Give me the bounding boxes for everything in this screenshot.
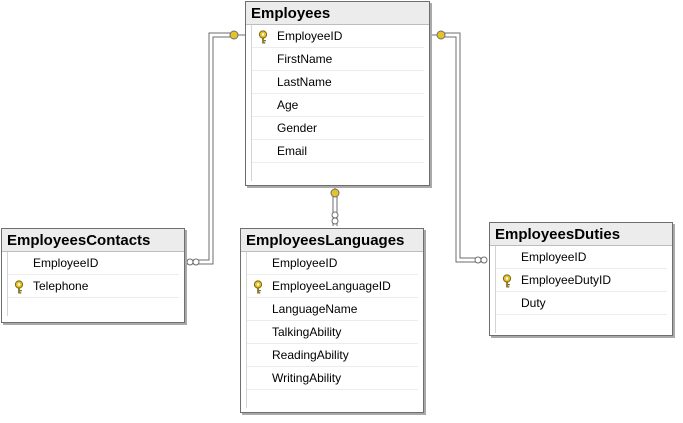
- table-employees-duties[interactable]: EmployeesDuties EmployeeID EmployeeDutyI…: [489, 222, 673, 336]
- table-employees-languages[interactable]: EmployeesLanguages EmployeeID EmployeeLa…: [240, 228, 424, 413]
- column-name: FirstName: [277, 52, 333, 66]
- column-row[interactable]: EmployeeID: [8, 252, 179, 275]
- relationship-employees-contacts[interactable]: [187, 32, 234, 265]
- column-row[interactable]: EmployeeDutyID: [496, 269, 667, 292]
- key-icon: [257, 29, 269, 44]
- column-row[interactable]: Email: [252, 140, 424, 163]
- infinity-endpoint-icon: [186, 258, 200, 266]
- key-endpoint-icon: [430, 30, 446, 40]
- column-row[interactable]: Telephone: [8, 275, 179, 298]
- key-endpoint-icon: [229, 30, 246, 40]
- column-name: LanguageName: [272, 302, 358, 316]
- column-list: EmployeeID FirstName LastName Age Gender…: [251, 25, 424, 181]
- column-row[interactable]: FirstName: [252, 48, 424, 71]
- column-name: ReadingAbility: [272, 348, 349, 362]
- table-title[interactable]: EmployeesContacts: [2, 229, 184, 252]
- column-name: EmployeeID: [521, 250, 587, 264]
- row-spacer: [496, 315, 667, 333]
- column-name: EmployeeID: [277, 29, 343, 43]
- row-spacer: [252, 163, 424, 181]
- table-employees[interactable]: Employees EmployeeID FirstName LastName …: [245, 1, 430, 186]
- relationship-employees-duties[interactable]: [442, 32, 486, 263]
- column-name: Duty: [521, 296, 546, 310]
- column-name: Telephone: [33, 279, 89, 293]
- table-employees-contacts[interactable]: EmployeesContacts EmployeeID Telephone: [1, 228, 185, 323]
- column-row[interactable]: WritingAbility: [247, 367, 418, 390]
- column-row[interactable]: EmployeeLanguageID: [247, 275, 418, 298]
- column-row[interactable]: EmployeeID: [252, 25, 424, 48]
- column-name: WritingAbility: [272, 371, 342, 385]
- key-icon: [501, 273, 513, 288]
- column-name: EmployeeDutyID: [521, 273, 612, 287]
- infinity-endpoint-icon: [474, 256, 488, 264]
- key-icon: [13, 279, 25, 294]
- column-name: Gender: [277, 121, 318, 135]
- column-row[interactable]: TalkingAbility: [247, 321, 418, 344]
- column-name: EmployeeID: [33, 256, 99, 270]
- column-row[interactable]: Age: [252, 94, 424, 117]
- column-row[interactable]: Gender: [252, 117, 424, 140]
- column-name: EmployeeID: [272, 256, 338, 270]
- key-icon: [252, 279, 264, 294]
- column-list: EmployeeID EmployeeDutyID Duty: [495, 246, 667, 333]
- column-row[interactable]: Duty: [496, 292, 667, 315]
- column-row[interactable]: EmployeeID: [247, 252, 418, 275]
- column-row[interactable]: EmployeeID: [496, 246, 667, 269]
- key-endpoint-icon: [330, 187, 340, 198]
- column-name: LastName: [277, 75, 332, 89]
- column-row[interactable]: ReadingAbility: [247, 344, 418, 367]
- row-spacer: [247, 390, 418, 408]
- column-row[interactable]: LanguageName: [247, 298, 418, 321]
- column-name: Email: [277, 144, 308, 158]
- table-title[interactable]: EmployeesDuties: [490, 223, 672, 246]
- column-name: Age: [277, 98, 299, 112]
- row-spacer: [8, 298, 179, 316]
- table-title[interactable]: Employees: [246, 2, 429, 25]
- column-name: EmployeeLanguageID: [272, 279, 391, 293]
- infinity-endpoint-icon: [331, 211, 339, 225]
- column-list: EmployeeID Telephone: [7, 252, 179, 316]
- column-list: EmployeeID EmployeeLanguageID LanguageNa…: [246, 252, 418, 408]
- column-name: TalkingAbility: [272, 325, 342, 339]
- column-row[interactable]: LastName: [252, 71, 424, 94]
- table-title[interactable]: EmployeesLanguages: [241, 229, 423, 252]
